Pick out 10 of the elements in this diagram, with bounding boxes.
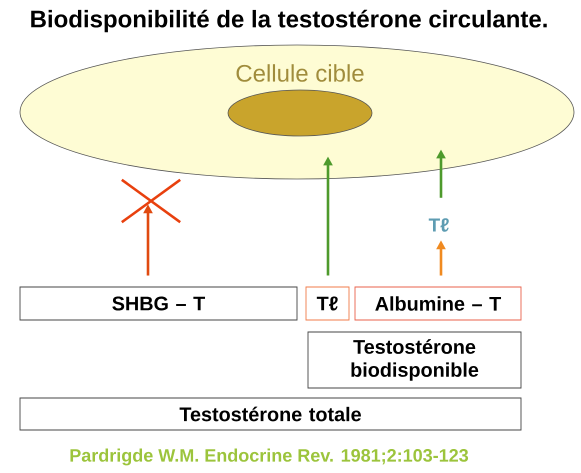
label-box: Testostérone biodisponible	[308, 332, 522, 388]
text-label: Tℓ	[428, 218, 449, 232]
citation: Pardrigde W.M. Endocrine Rev. 1981;2:103-123	[70, 448, 468, 466]
label-box: Testostérone totale	[20, 398, 522, 430]
label-box: Albumine – T	[354, 286, 522, 320]
label-box: SHBG – T	[20, 286, 298, 320]
label-box: Tℓ	[306, 286, 350, 320]
nucleus-ellipse	[228, 90, 372, 136]
cross-mark	[121, 178, 181, 224]
title: Biodisponibilité de la testostérone circulante.	[31, 10, 547, 32]
